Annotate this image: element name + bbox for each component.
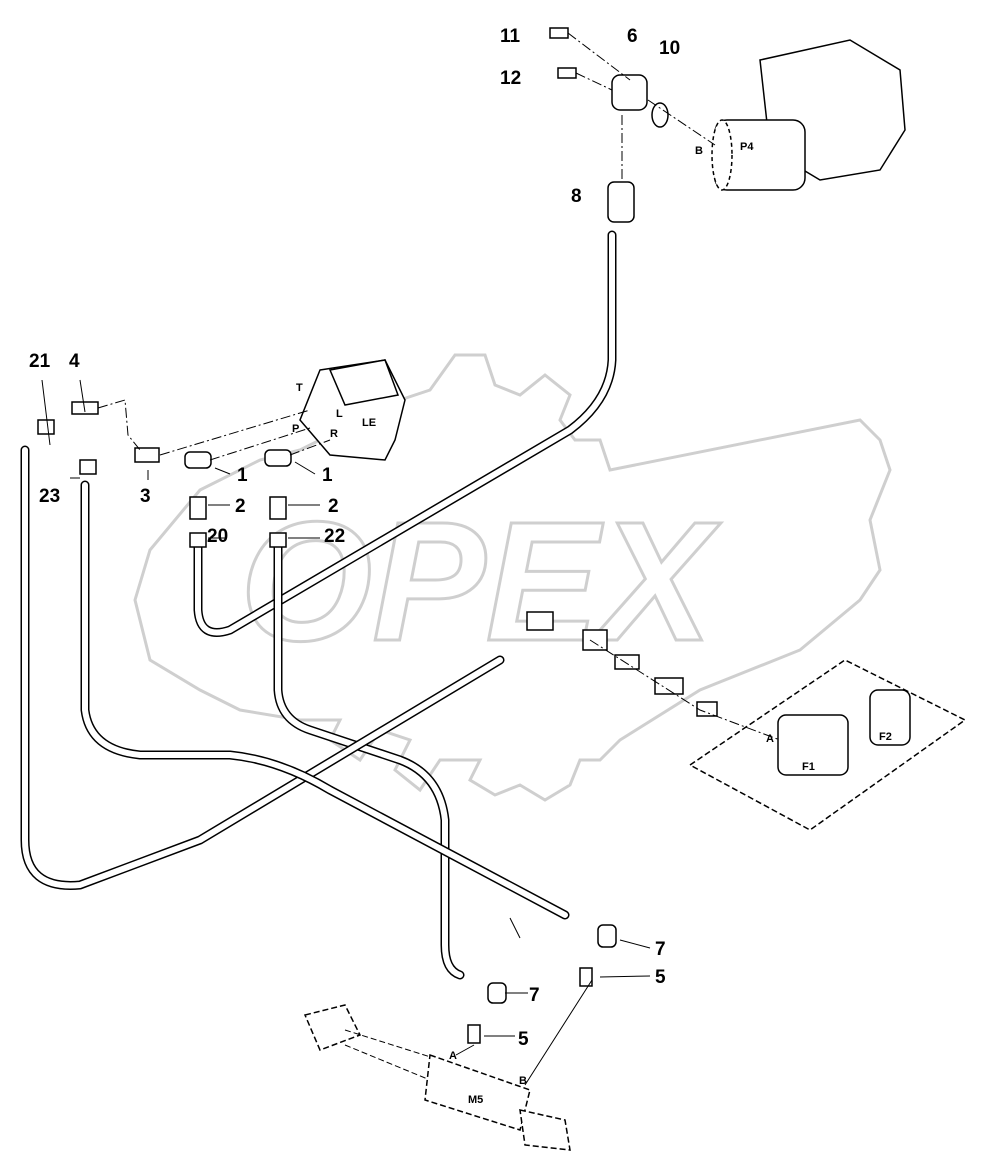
callout-22: 22 [324, 526, 345, 547]
callout-10: 10 [659, 38, 680, 59]
cylinder-m5 [303, 1004, 571, 1151]
valve-le [299, 359, 406, 461]
callout-6: 6 [627, 26, 638, 47]
callout-1: 1 [237, 465, 248, 486]
callout-labels: 11 6 10 12 8 21 4 23 3 1 1 2 2 20 22 7 7… [29, 26, 680, 1050]
callout-21: 21 [29, 351, 51, 372]
port-label-f2: F2 [879, 731, 892, 743]
callout-1: 1 [322, 465, 333, 486]
port-label-p: P [292, 423, 299, 435]
leader-lines [41, 32, 781, 1086]
port-label-a: A [766, 733, 774, 745]
port-label-m5: M5 [468, 1094, 483, 1106]
port-label-a: A [449, 1050, 457, 1062]
pump-p4 [711, 39, 906, 191]
callout-7: 7 [655, 939, 666, 960]
callout-2: 2 [328, 496, 339, 517]
port-label-p4: P4 [740, 141, 754, 153]
callout-20: 20 [207, 526, 228, 547]
fittings [37, 27, 718, 1044]
callout-4: 4 [69, 351, 80, 372]
callout-8: 8 [571, 186, 582, 207]
callout-12: 12 [500, 68, 521, 89]
callout-23: 23 [39, 486, 60, 507]
hoses [20, 230, 617, 980]
filter-plate [688, 659, 967, 831]
port-label-r: R [330, 428, 338, 440]
callout-5: 5 [655, 967, 666, 988]
port-label-b: B [519, 1075, 527, 1087]
callout-5: 5 [518, 1029, 529, 1050]
callout-3: 3 [140, 486, 151, 507]
port-labels: B P4 T L LE P R A F1 F2 A B M5 [292, 141, 892, 1106]
callout-7: 7 [529, 985, 540, 1006]
port-label-le: LE [362, 417, 376, 429]
port-label-b: B [695, 145, 703, 157]
port-label-f1: F1 [802, 761, 815, 773]
callout-2: 2 [235, 496, 246, 517]
port-label-t: T [296, 382, 303, 394]
port-label-l: L [336, 408, 343, 420]
callout-11: 11 [500, 26, 521, 47]
